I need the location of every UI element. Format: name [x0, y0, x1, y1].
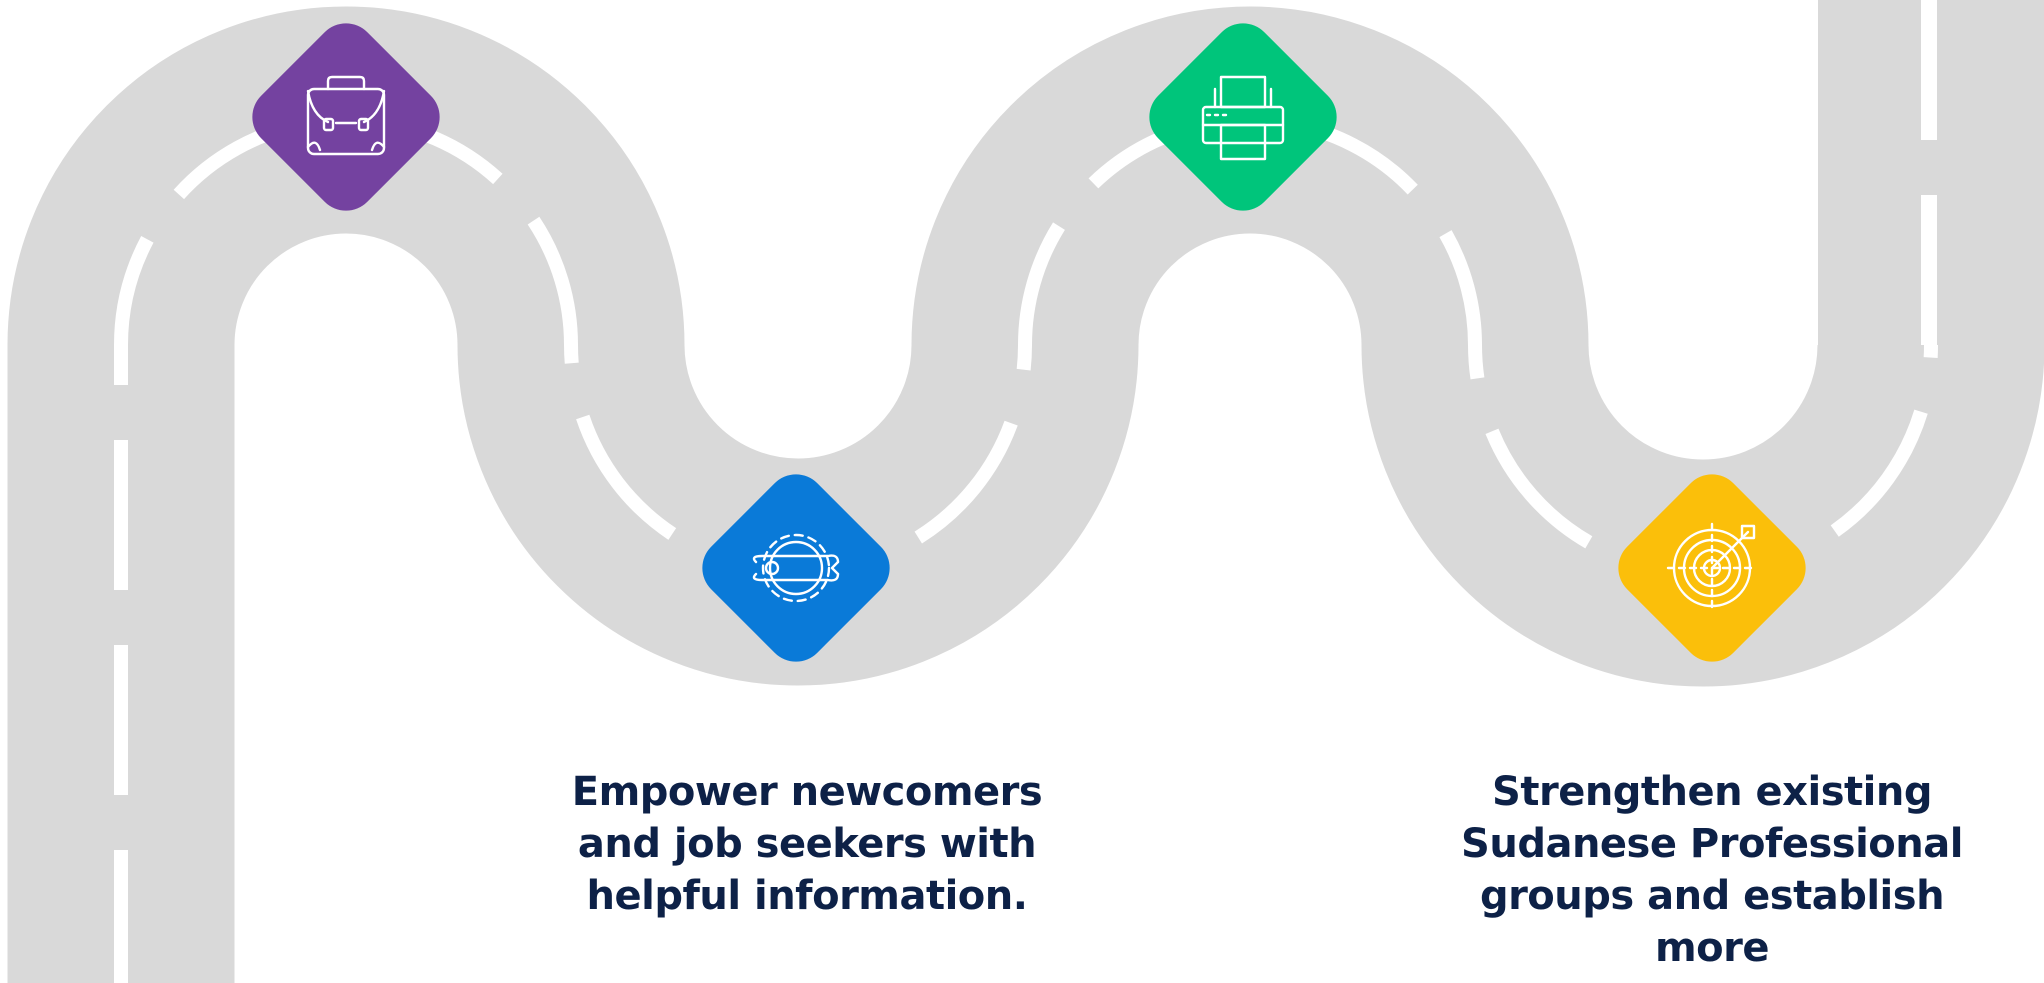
road-lane-marking [114, 113, 1938, 983]
printer-icon [1201, 75, 1285, 161]
milestone-target [1618, 474, 1806, 662]
briefcase-icon [306, 75, 386, 156]
milestone-printer [1149, 23, 1337, 211]
caption-empower: Empower newcomers and job seekers with h… [571, 769, 1043, 919]
road [7, 0, 2044, 983]
milestone-gear-wrench [702, 474, 890, 662]
milestone-briefcase [252, 23, 440, 211]
gear-wrench-icon [752, 533, 840, 603]
target-icon [1666, 522, 1758, 614]
caption-strengthen: Strengthen existing Sudanese Professiona… [1461, 769, 1963, 971]
